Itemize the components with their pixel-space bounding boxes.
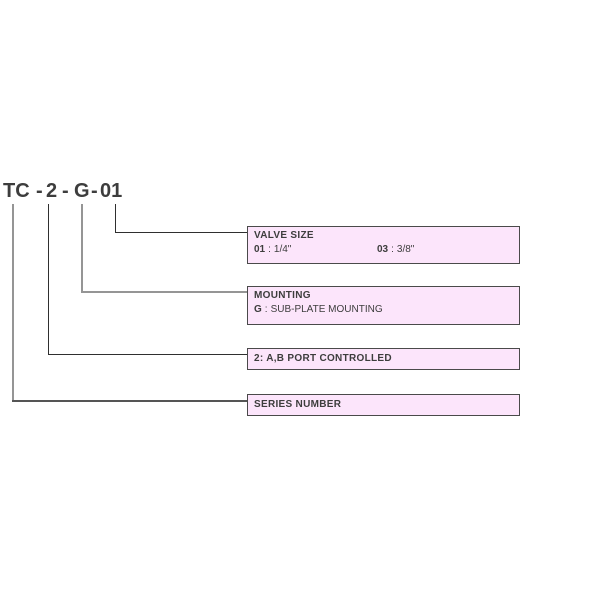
series-number-title: SERIES NUMBER [254,399,342,410]
code-segment-port: 2 [46,180,58,202]
code-dash-2: - [62,180,69,202]
mounting-title: MOUNTING [254,290,311,301]
port-controlled-box: 2: A,B PORT CONTROLLED [247,348,520,370]
port-controlled-title: 2: A,B PORT CONTROLLED [254,353,392,364]
valve-size-option-01: 01:1/4" [254,244,292,255]
code-segment-mounting: G [74,180,90,202]
code-dash-1: - [36,180,43,202]
valve-size-title: VALVE SIZE [254,230,314,241]
connector-valve-size-vertical [115,204,116,233]
code-segment-valve-size: 01 [100,180,123,202]
code-dash-3: - [91,180,98,202]
connector-mounting-vertical [81,204,83,293]
connector-series-vertical [12,204,14,402]
series-number-box: SERIES NUMBER [247,394,520,416]
valve-size-option-03: 03:3/8" [377,244,415,255]
code-segment-series: TC [3,180,30,202]
connector-series-horizontal [12,400,247,402]
connector-port-horizontal [48,354,247,355]
connector-port-vertical [48,204,49,355]
valve-size-options: 01:1/4" 03:3/8" [254,244,513,256]
model-code: TC - 2 - G - 01 [0,181,220,205]
mounting-box: MOUNTING G:SUB-PLATE MOUNTING [247,286,520,325]
connector-valve-size-horizontal [115,232,247,233]
connector-mounting-horizontal [81,291,247,293]
valve-size-box: VALVE SIZE 01:1/4" 03:3/8" [247,226,520,264]
mounting-options: G:SUB-PLATE MOUNTING [254,304,513,316]
mounting-option-g: G:SUB-PLATE MOUNTING [254,304,383,315]
